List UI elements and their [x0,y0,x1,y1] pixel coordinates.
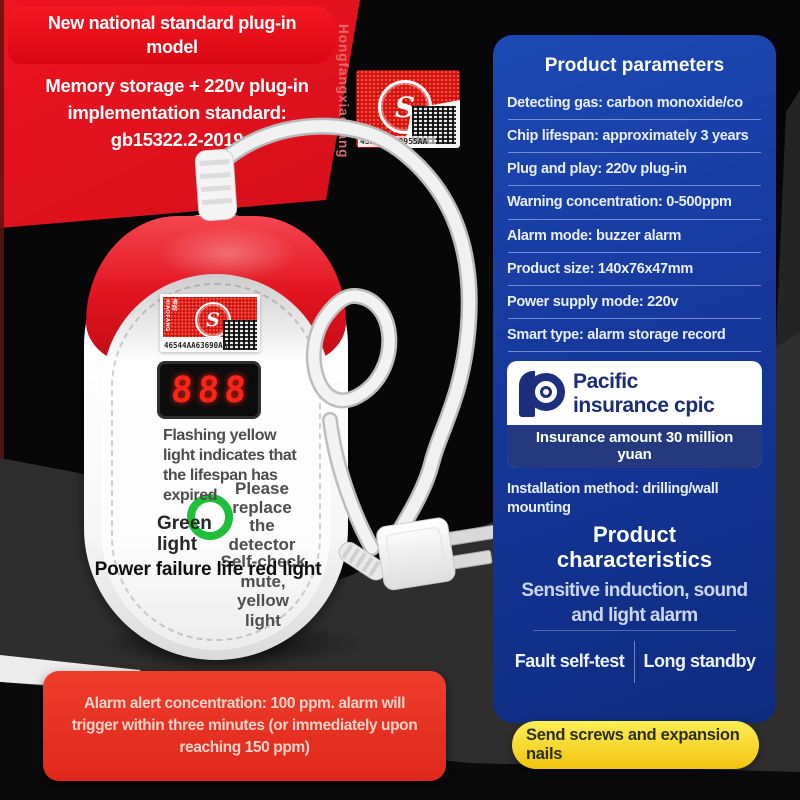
green-status-ring-icon [187,494,233,540]
sticker-serial: 46544AA63690AA [164,341,228,350]
face-stitch-outline [111,283,321,641]
standard-subtitle: Memory storage + 220v plug-in implementa… [45,75,309,150]
alarm-alert-box: Alarm alert concentration: 100 ppm. alar… [43,671,446,781]
led-digits: 888 [170,369,253,411]
panel-title: Product parameters [544,55,725,76]
label-self-check: Self-check mute, yellow light [220,552,306,630]
label-flashing-yellow: Flashing yellow light indicates that the… [163,427,297,504]
characteristics-title: Product characteristics [556,521,713,572]
alarm-alert-text: Alarm alert concentration: 100 ppm. alar… [71,695,418,756]
separator [508,351,761,352]
background-left-edge [0,0,4,695]
cap-gloss-highlight [158,226,298,282]
param-row: Power supply mode: 220v [507,293,679,310]
cpic-logo-icon [517,369,565,419]
separator [533,629,736,631]
separator [508,284,761,286]
feature-long-standby: Long standby [643,651,757,672]
param-row: Alarm mode: buzzer alarm [507,227,682,244]
power-plug [376,517,497,591]
param-row: Detecting gas: carbon monoxide/co [507,95,743,111]
separator [508,119,761,121]
param-row: Plug and play: 220v plug-in [507,161,687,178]
vertical-divider [634,640,635,683]
separator [508,251,761,253]
param-row: Chip lifespan: approximately 3 years [507,128,749,145]
param-row: Smart type: alarm storage record [507,326,726,343]
top-banner-title: New national standard plug-in model [47,13,297,57]
separator [508,317,761,319]
param-row: Warning concentration: 0-500ppm [507,194,732,211]
plug-prong-top [444,525,497,547]
device-certification-sticker: 消防XIAOFANG S 46544AA63690AA [160,294,260,352]
top-banner: New national standard plug-in model [8,6,336,64]
insurance-brand: Pacific insurance cpic [573,370,715,417]
bonus-text: Send screws and expansion nails [526,726,740,763]
label-power-failure: Power failure life red light [94,559,322,580]
label-please-replace: Please replace the detector [228,479,296,554]
sticker-side-text: 消防XIAOFANG [164,299,177,332]
insurance-card: Pacific insurance cpic Insurance amount … [507,361,762,468]
installation-method: Installation method: drilling/wall mount… [507,481,719,516]
product-parameters-panel: Product parameters Detecting gas: carbon… [493,35,776,723]
separator [508,185,761,187]
power-cord [205,117,478,557]
feature-main: Sensitive induction, sound and light ala… [521,579,748,626]
cord-strain-relief [194,149,238,221]
separator [508,152,761,154]
qr-code-icon [223,320,257,350]
cord-ribbed-connector [338,541,387,581]
insurance-amount: Insurance amount 30 million yuan [507,425,762,468]
param-row: Product size: 140x76x47mm [507,260,693,277]
feature-row: Fault self-test Long standby [505,640,764,683]
plug-prong-bottom [448,549,493,570]
label-green-light: Green light [157,513,212,555]
led-display: 888 [157,361,261,419]
feature-fault-self-test: Fault self-test [514,651,625,672]
bonus-badge: Send screws and expansion nails [512,721,759,769]
separator [508,218,761,220]
